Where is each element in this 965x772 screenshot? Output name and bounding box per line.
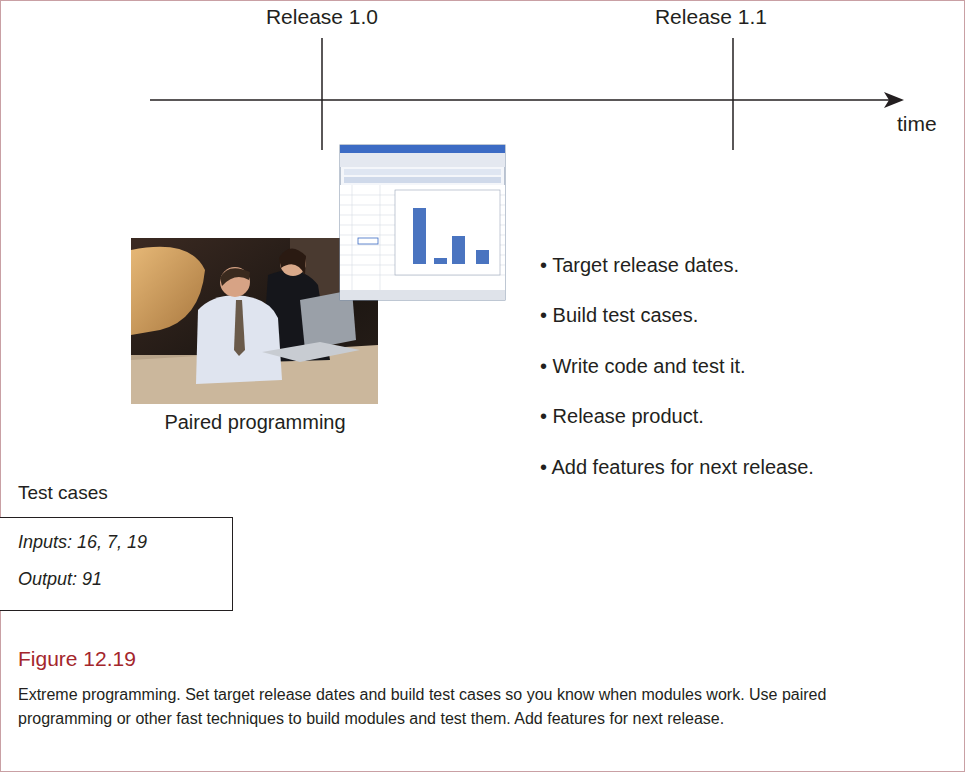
axis-label: time xyxy=(897,111,937,136)
release-label: Release 1.0 xyxy=(266,4,378,29)
figure-caption: Extreme programming. Set target release … xyxy=(18,683,918,731)
timeline xyxy=(150,38,904,150)
test-case-box: Test casesInputs: 16, 7, 19 Output: 91 xyxy=(0,482,233,611)
spreadsheet-screenshot xyxy=(340,145,505,300)
photo-caption: Paired programming xyxy=(164,410,345,434)
release-label: Release 1.1 xyxy=(655,4,767,29)
bullet-item: • Target release dates. xyxy=(540,253,739,277)
bullet-item: • Build test cases. xyxy=(540,303,698,327)
test-case-line: Output: 91 xyxy=(0,569,232,591)
bullet-item: • Release product. xyxy=(540,404,704,428)
bullet-item: • Write code and test it. xyxy=(540,354,746,378)
test-case-line: Inputs: 16, 7, 19 xyxy=(0,532,232,554)
figure-number: Figure 12.19 xyxy=(18,646,136,671)
bullet-item: • Add features for next release. xyxy=(540,455,814,479)
box-heading: Test cases xyxy=(0,482,233,517)
box-frame: Inputs: 16, 7, 19 Output: 91 xyxy=(0,517,233,611)
